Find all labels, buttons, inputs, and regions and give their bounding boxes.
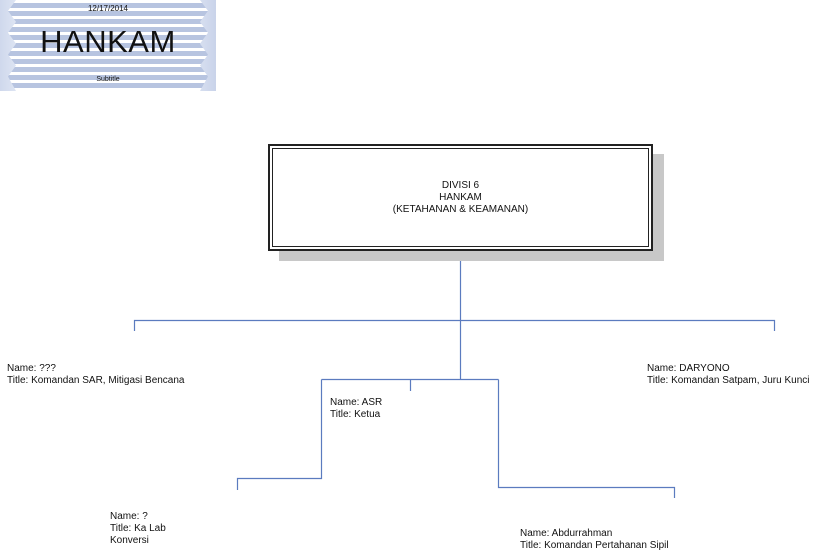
node-komandan-sipil[interactable]: Name: Abdurrahman Title: Komandan Pertah… xyxy=(520,528,669,552)
node-komandan-satpam[interactable]: Name: DARYONO Title: Komandan Satpam, Ju… xyxy=(647,363,810,387)
banner-date: 12/17/2014 xyxy=(87,4,129,13)
banner-subtitle: Subtitle xyxy=(96,76,120,83)
node-name: Name: Abdurrahman xyxy=(520,528,613,539)
node-title: Title: Komandan Pertahanan Sipil xyxy=(520,540,669,551)
node-title: Title: Komandan SAR, Mitigasi Bencana xyxy=(7,375,185,386)
node-title: Title: Komandan Satpam, Juru Kunci xyxy=(647,375,810,386)
banner-title: HANKAM xyxy=(40,24,176,59)
node-name: Name: ? xyxy=(110,511,148,522)
connector-sipil xyxy=(497,379,676,498)
node-title: Title: Ketua xyxy=(330,409,381,420)
node-title: Title: Ka Lab xyxy=(110,523,166,534)
node-komandan-sar[interactable]: Name: ??? Title: Komandan SAR, Mitigasi … xyxy=(7,363,185,387)
root-line-2: HANKAM xyxy=(439,191,482,203)
title-banner: 12/17/2014 HANKAM Subtitle xyxy=(0,0,216,91)
node-ketua[interactable]: Name: ASR Title: Ketua xyxy=(330,397,382,421)
root-line-1: DIVISI 6 xyxy=(441,179,480,191)
root-node-divisi-6[interactable]: DIVISI 6 HANKAM (KETAHANAN & KEAMANAN) xyxy=(268,144,653,251)
node-title-continued: Konversi xyxy=(110,535,149,546)
node-name: Name: DARYONO xyxy=(647,363,730,374)
node-name: Name: ??? xyxy=(7,363,56,374)
node-name: Name: ASR xyxy=(330,397,383,408)
connector-kalab xyxy=(236,379,323,490)
banner-stripes xyxy=(8,0,208,91)
root-line-3: (KETAHANAN & KEAMANAN) xyxy=(392,203,529,215)
connector-top-bar xyxy=(133,319,776,331)
node-ka-lab[interactable]: Name: ? Title: Ka Lab Konversi xyxy=(110,511,166,547)
